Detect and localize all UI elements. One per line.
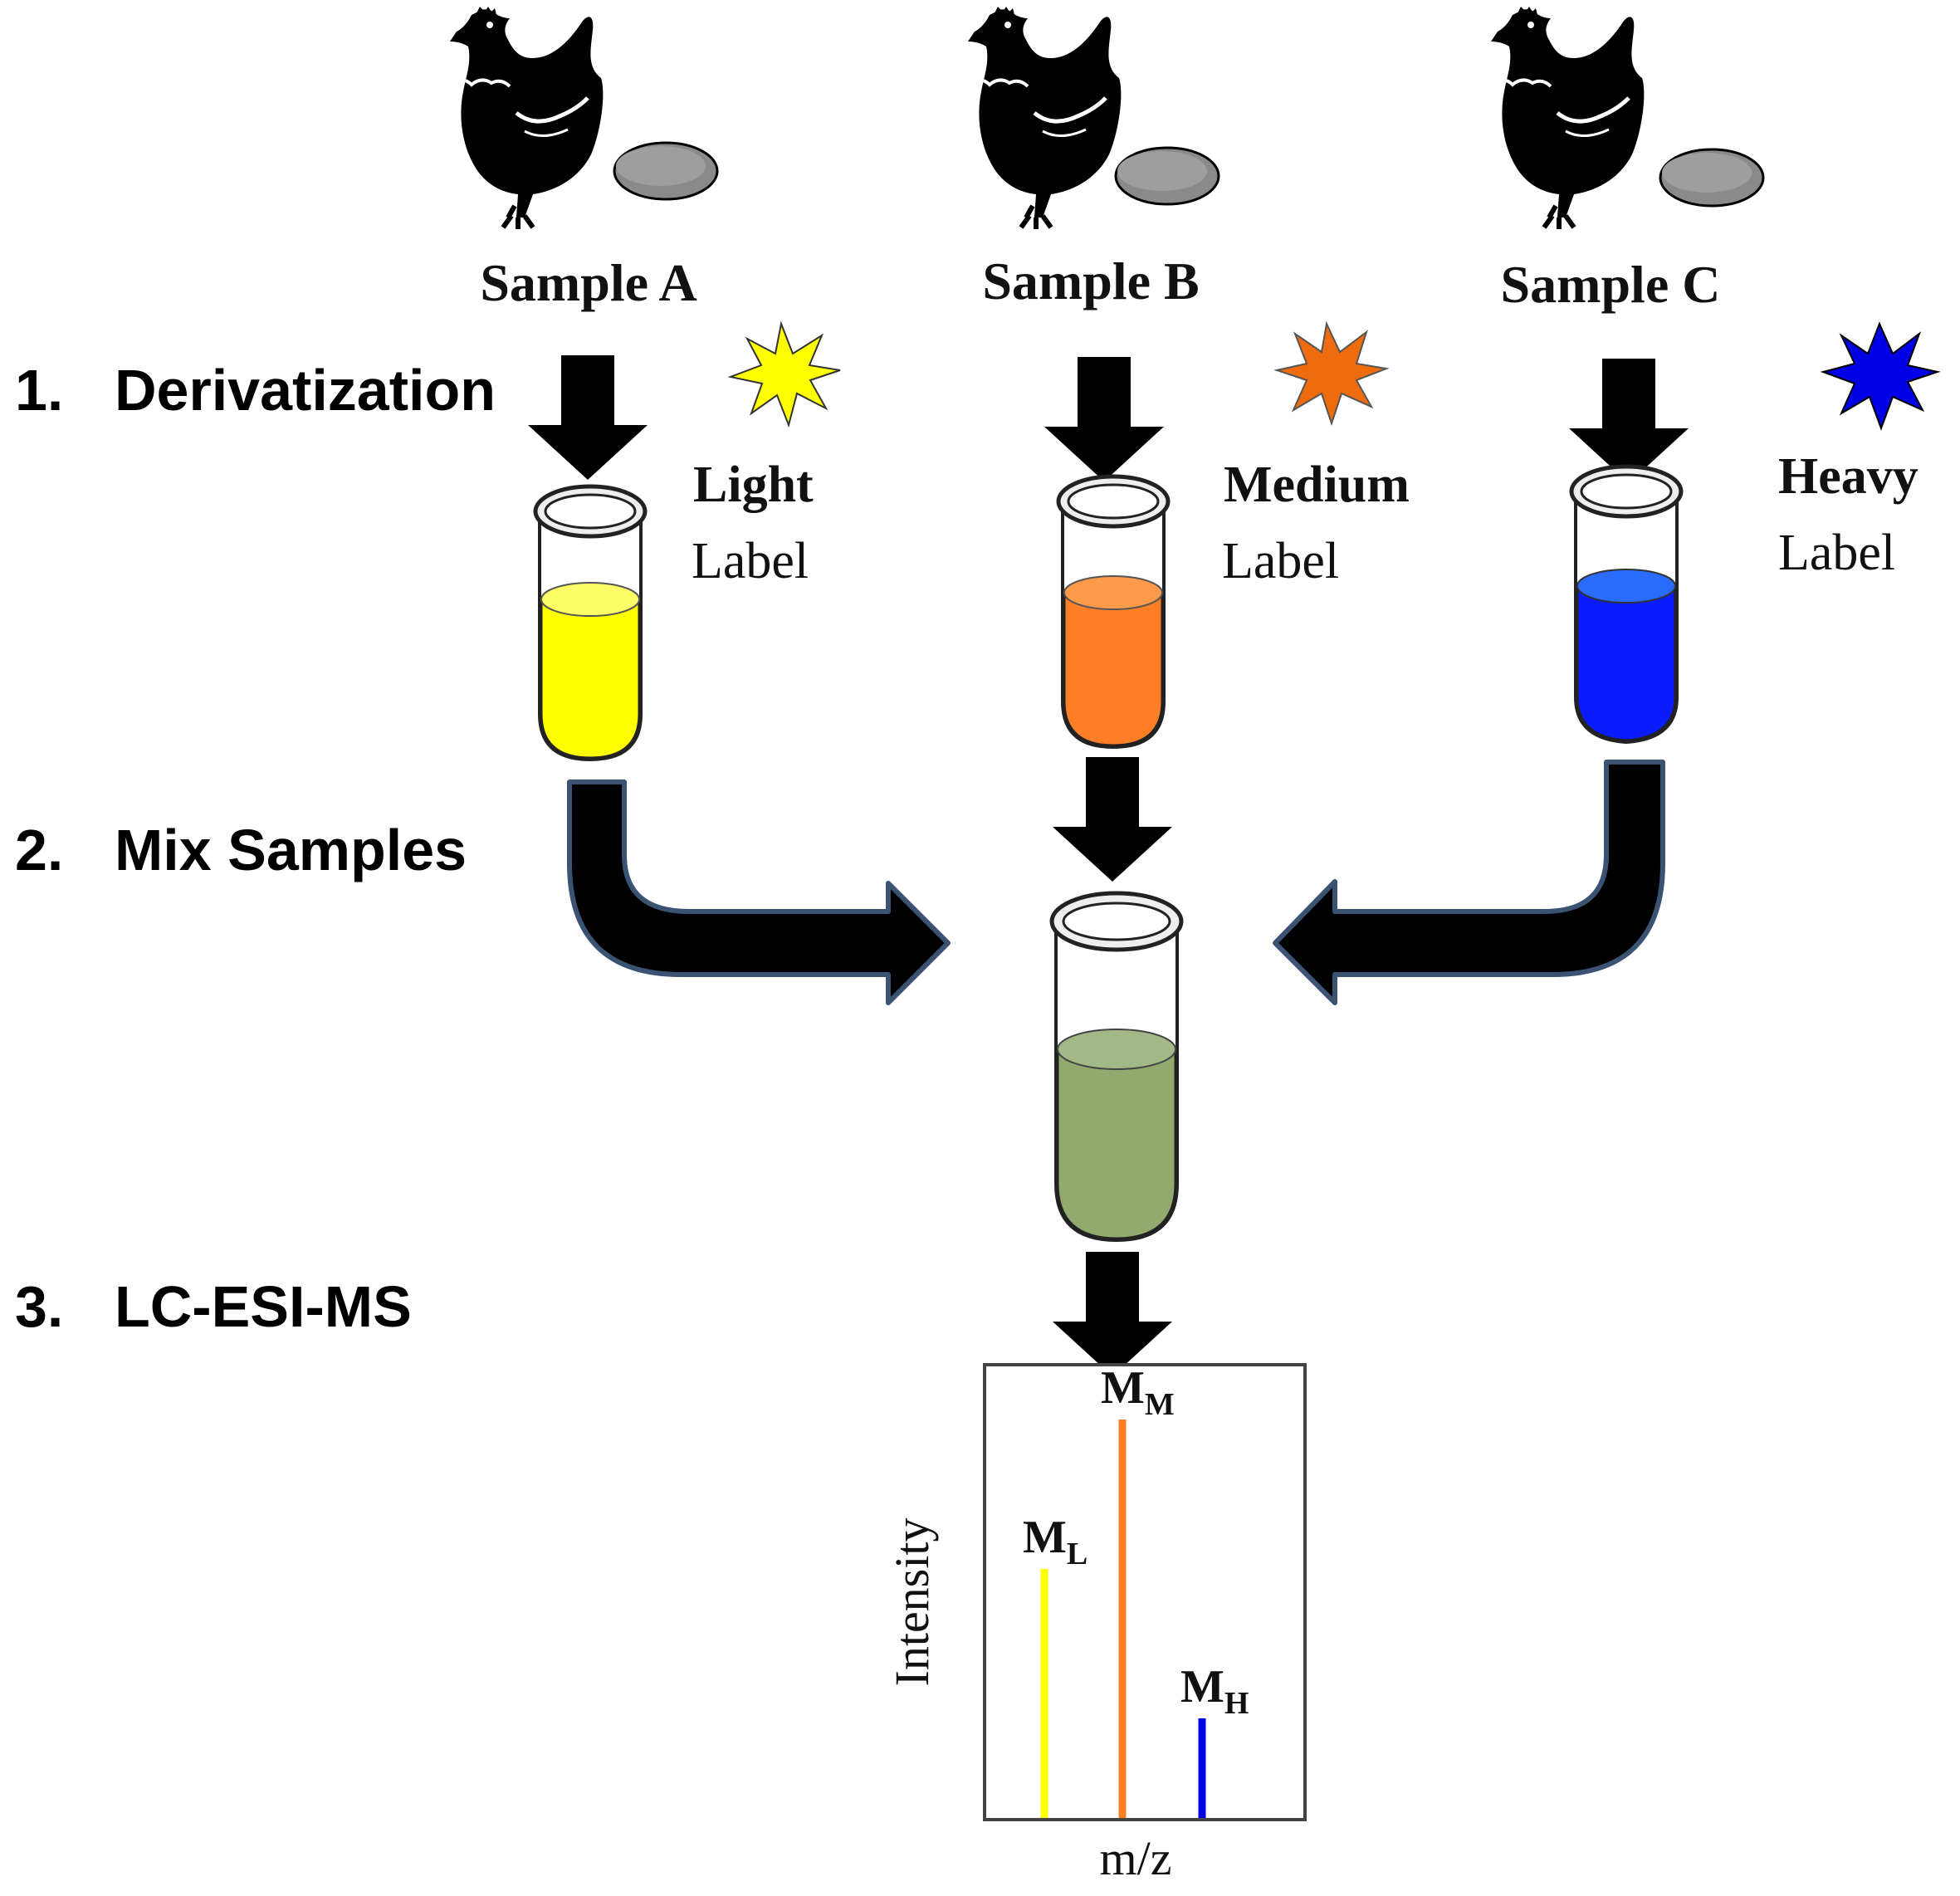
label-word-c: Label bbox=[1778, 525, 1895, 581]
sample-a-column: Sample A Light Label bbox=[450, 7, 841, 762]
peak-label: ML bbox=[1023, 1512, 1088, 1571]
mixed-sample-tube bbox=[1049, 891, 1184, 1243]
bent-arrow-icon bbox=[1273, 760, 1665, 1005]
mass-spectrum: m/z Intensity ML MM MH bbox=[885, 1362, 1307, 1885]
down-arrow-icon bbox=[1569, 359, 1689, 483]
starburst-icon bbox=[1273, 320, 1390, 427]
hen-icon bbox=[450, 7, 603, 229]
egg-icon bbox=[1114, 146, 1220, 206]
step-number: 3. bbox=[15, 1274, 63, 1339]
step-number: 1. bbox=[15, 358, 63, 423]
sample-a-label: Sample A bbox=[480, 253, 697, 312]
test-tube-icon bbox=[1056, 474, 1171, 750]
spectrum-frame bbox=[983, 1363, 1307, 1821]
test-tube-icon bbox=[1569, 464, 1684, 745]
label-type-medium: Medium bbox=[1224, 457, 1410, 513]
step-title: Mix Samples bbox=[115, 818, 467, 882]
starburst-icon bbox=[1820, 321, 1941, 431]
starburst-icon bbox=[727, 320, 841, 428]
egg-icon bbox=[613, 141, 719, 201]
bent-arrow-icon bbox=[567, 779, 951, 1005]
y-axis-label: Intensity bbox=[885, 1518, 939, 1687]
down-arrow-icon bbox=[1053, 1252, 1172, 1376]
peak-label: MM bbox=[1101, 1362, 1175, 1422]
step-title: LC-ESI-MS bbox=[115, 1274, 412, 1339]
down-arrow-icon bbox=[1044, 357, 1164, 481]
label-word-a: Label bbox=[692, 533, 809, 589]
step-2: 2. Mix Samples bbox=[15, 818, 467, 882]
down-arrow-icon bbox=[1053, 757, 1172, 882]
egg-icon bbox=[1659, 148, 1765, 208]
down-arrow-icon bbox=[528, 355, 648, 480]
x-axis-label: m/z bbox=[1100, 1831, 1172, 1885]
mixed-liquid bbox=[1056, 1048, 1177, 1240]
label-type-light: Light bbox=[693, 457, 814, 513]
sample-b-column: Sample B Medium Label bbox=[968, 7, 1410, 882]
hen-icon bbox=[968, 7, 1121, 229]
step-1: 1. Derivatization bbox=[15, 358, 496, 423]
test-tube-icon bbox=[533, 484, 648, 762]
peak-label: MH bbox=[1180, 1661, 1249, 1721]
spectrum-peaks: ML MM MH bbox=[1023, 1362, 1249, 1818]
sample-c-column: Sample C Heavy Label bbox=[1491, 7, 1941, 745]
step-number: 2. bbox=[15, 818, 63, 882]
label-word-b: Label bbox=[1222, 533, 1339, 589]
hen-icon bbox=[1491, 7, 1644, 229]
step-title: Derivatization bbox=[115, 358, 496, 423]
sample-c-label: Sample C bbox=[1501, 255, 1721, 314]
sample-b-label: Sample B bbox=[982, 252, 1199, 310]
step-3: 3. LC-ESI-MS bbox=[15, 1274, 412, 1339]
label-type-heavy: Heavy bbox=[1778, 448, 1918, 505]
